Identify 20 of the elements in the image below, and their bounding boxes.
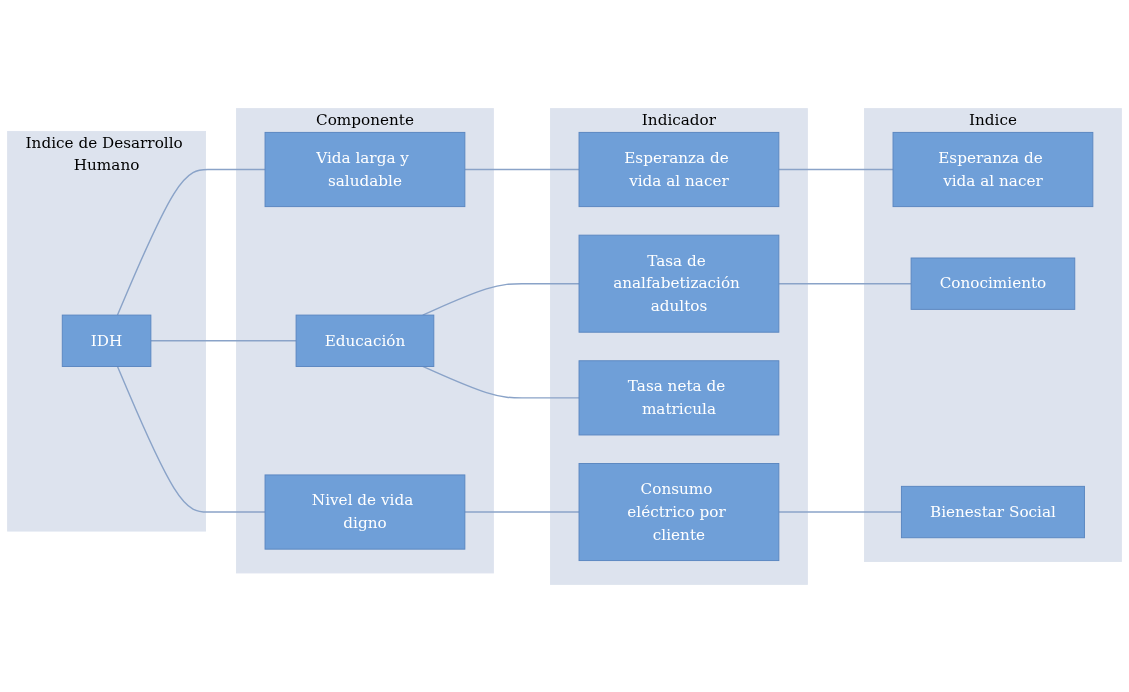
node-box: Esperanza de vida al nacer	[578, 131, 780, 207]
connector	[116, 168, 266, 316]
node-box: Educación	[295, 314, 435, 367]
connector	[150, 339, 297, 341]
node-box: Tasa de analfabetización adultos	[578, 234, 780, 333]
node-box: Esperanza de vida al nacer	[892, 131, 1094, 207]
node-box: Bienestar Social	[900, 485, 1085, 538]
connector	[422, 365, 580, 399]
connector	[116, 365, 266, 513]
connector	[778, 510, 903, 513]
node-box: Nivel de vida digno	[264, 473, 466, 550]
connector	[464, 168, 580, 170]
node-box: Conocimiento	[910, 257, 1076, 310]
node-box: Tasa neta de matricula	[578, 359, 780, 435]
connector	[778, 168, 894, 170]
node-box: IDH	[61, 314, 152, 367]
node-box: Vida larga y saludable	[264, 131, 466, 207]
node-box: Consumo eléctrico por cliente	[578, 462, 780, 561]
connector	[778, 282, 912, 284]
connector	[464, 510, 580, 513]
